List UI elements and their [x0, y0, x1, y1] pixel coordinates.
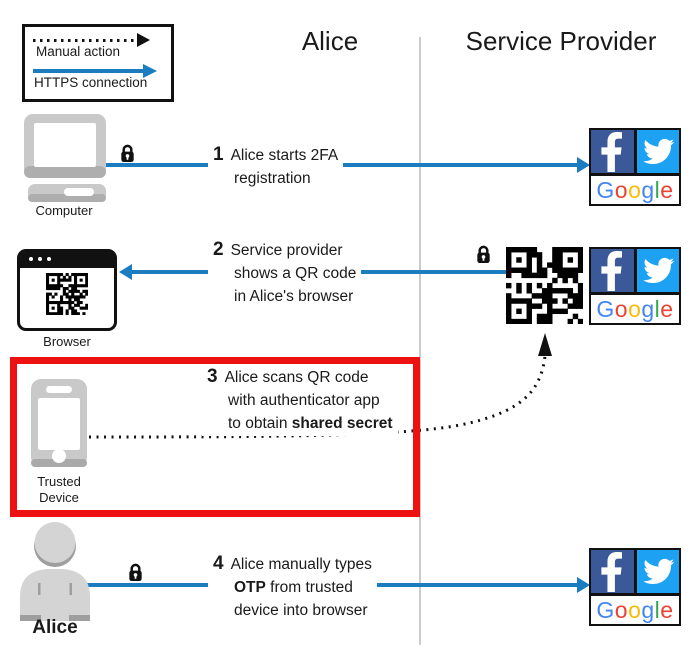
facebook-logo [591, 550, 637, 593]
alice-label: Alice [32, 617, 78, 638]
facebook-f-icon [601, 250, 623, 291]
trusted-device-label: Trusted Device [37, 474, 81, 505]
twitter-bird-icon [643, 558, 674, 584]
computer-icon [24, 114, 106, 202]
step3-line2: with authenticator app [228, 392, 380, 409]
facebook-logo [591, 130, 637, 173]
browser-label: Browser [43, 334, 91, 349]
https-connection-label: HTTPS connection [34, 75, 148, 90]
person-icon [20, 522, 90, 621]
step1-https-arrow [103, 157, 590, 173]
step3-line3: to obtain shared secret [228, 415, 393, 432]
step1-line2: registration [234, 170, 311, 187]
facebook-f-icon [601, 551, 623, 592]
twitter-logo [636, 249, 679, 292]
step3-manual-arrow [88, 333, 552, 439]
lock-icon [129, 563, 142, 582]
qr-code-icon [506, 247, 584, 325]
https-connection-arrowhead-icon [143, 64, 157, 78]
https-connection-line [33, 69, 145, 73]
lock-icon [477, 245, 490, 264]
manual-action-dotted-line [33, 39, 139, 42]
step2-line3: in Alice's browser [234, 288, 354, 305]
step4-line3: device into browser [234, 602, 368, 619]
qr-code-icon [46, 273, 89, 316]
manual-action-label: Manual action [36, 44, 121, 59]
browser-icon [17, 249, 117, 331]
smartphone-icon [31, 379, 87, 467]
browser-title-bar [20, 252, 114, 268]
manual-action-arrowhead-icon [137, 33, 150, 47]
twitter-logo [636, 550, 679, 593]
lock-icon [121, 144, 134, 163]
facebook-f-icon [601, 131, 623, 172]
facebook-logo [591, 249, 637, 292]
computer-label: Computer [35, 203, 93, 218]
twitter-bird-icon [643, 138, 674, 164]
column-header-service-provider: Service Provider [465, 26, 657, 56]
step4-line2: OTP from trusted [234, 579, 353, 596]
legend-box: Manual action HTTPS connection [22, 24, 174, 102]
twitter-logo [636, 130, 679, 173]
step3-highlight-box [10, 357, 420, 517]
column-divider [419, 37, 421, 645]
column-header-alice: Alice [301, 26, 359, 56]
twitter-bird-icon [643, 257, 674, 283]
step2-line2: shows a QR code [234, 265, 357, 282]
